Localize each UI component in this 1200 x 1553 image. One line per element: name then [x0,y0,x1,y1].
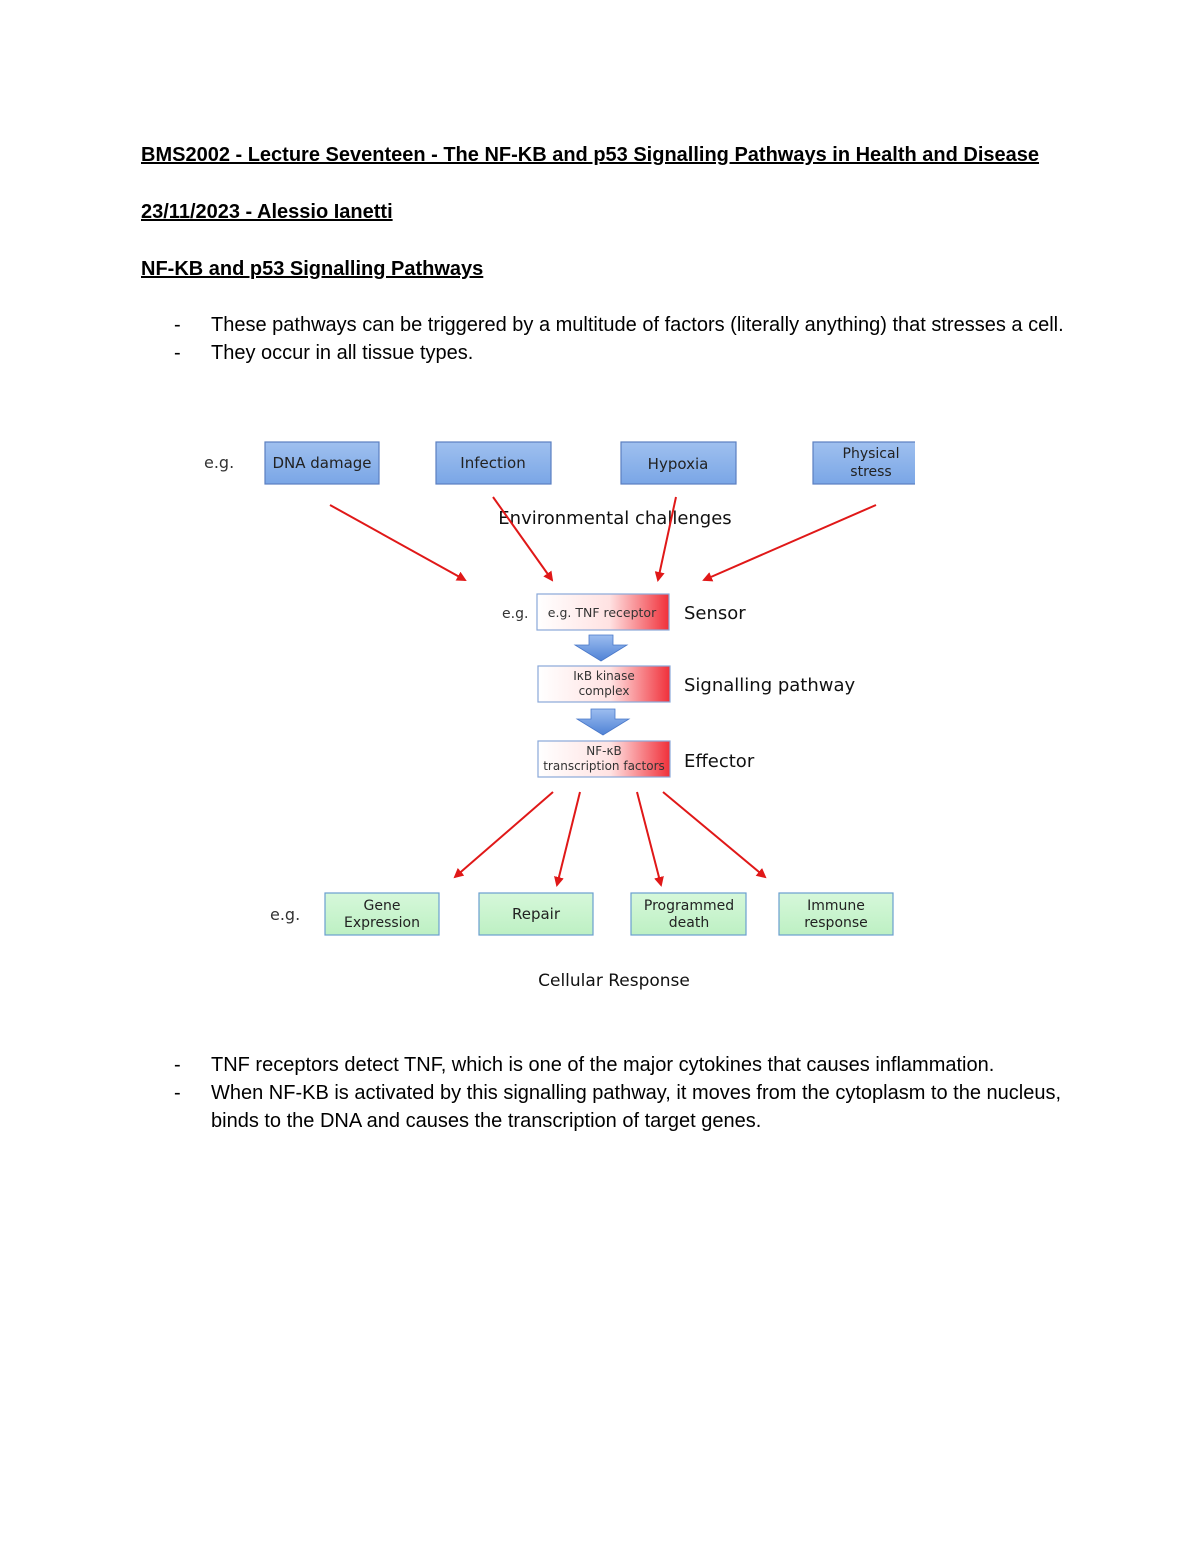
response-box-programmed-death: Programmed death [630,892,747,936]
effector-label: Effector [684,751,755,772]
pathway-box-line2: complex [579,684,630,698]
response-box-gene-expression: Gene Expression [324,892,440,936]
red-arrow [453,791,554,879]
red-arrow [636,791,664,887]
bullet-marker: - [174,1082,181,1104]
challenge-label-line2: stress [850,464,891,480]
bullet-marker: - [174,1054,181,1076]
list-item: - TNF receptors detect TNF, which is one … [174,1051,1074,1079]
signalling-pathway-diagram: e.g. e.g. e.g. DNA damage Infection Hypo… [195,425,915,1005]
response-label-line1: Programmed [644,898,734,914]
signalling-pathway-box: IκB kinase complex [537,665,671,703]
bullet-marker: - [174,342,181,364]
response-box-immune-response: Immune response [778,892,894,936]
bullet-list-bottom: - TNF receptors detect TNF, which is one … [174,1051,1074,1135]
eg-label: e.g. [270,905,300,924]
block-arrow-down [575,708,631,736]
bullet-text: These pathways can be triggered by a mul… [211,314,1064,336]
bullet-text: When NF-KB is activated by this signalli… [211,1082,1061,1132]
challenge-box-infection: Infection [435,441,552,485]
effector-box-line1: NF-κB [586,744,622,758]
effector-box-line2: transcription factors [543,759,665,773]
red-arrow [662,791,767,879]
sensor-label: Sensor [684,603,746,624]
effector-box: NF-κB transcription factors [537,740,671,778]
bullet-list-top: - These pathways can be triggered by a mu… [174,311,1074,367]
challenge-label-line1: Physical [843,446,900,462]
responses-caption: Cellular Response [538,971,690,991]
bullet-text: They occur in all tissue types. [211,342,474,364]
response-label-line2: response [804,915,868,931]
pathway-box-line1: IκB kinase [573,669,635,683]
response-label: Repair [512,905,561,923]
response-label-line2: Expression [344,915,420,931]
eg-label: e.g. [502,606,528,622]
challenge-label: Infection [460,454,525,472]
red-arrow [702,504,877,582]
response-label-line2: death [669,915,709,931]
red-arrow [554,791,581,887]
challenge-box-physical-stress: Physical stress [812,441,915,485]
response-box-repair: Repair [478,892,594,936]
challenge-label: Hypoxia [648,455,709,473]
sensor-box-text: e.g. TNF receptor [548,605,657,620]
block-arrow-down [573,634,629,662]
bullet-marker: - [174,314,181,336]
response-label-line1: Gene [364,898,401,914]
section-heading: NF-KB and p53 Signalling Pathways [141,258,484,280]
response-label-line1: Immune [807,898,865,914]
challenge-label: DNA damage [272,454,371,472]
challenges-caption: Environmental challenges [498,508,731,529]
list-item: - These pathways can be triggered by a mu… [174,311,1074,339]
red-arrow [329,504,467,581]
eg-label: e.g. [204,453,234,472]
document-subtitle: 23/11/2023 - Alessio Ianetti [141,201,393,223]
sensor-box: e.g. TNF receptor [536,593,670,631]
red-arrow [492,496,554,582]
challenge-box-hypoxia: Hypoxia [620,441,737,485]
red-arrow [654,496,677,582]
list-item: - They occur in all tissue types. [174,339,1074,367]
signalling-pathway-label: Signalling pathway [684,675,856,696]
challenge-box-dna-damage: DNA damage [264,441,380,485]
bullet-text: TNF receptors detect TNF, which is one o… [211,1054,995,1076]
list-item: - When NF-KB is activated by this signall… [174,1079,1074,1135]
document-title: BMS2002 - Lecture Seventeen - The NF-KB … [141,144,1040,166]
